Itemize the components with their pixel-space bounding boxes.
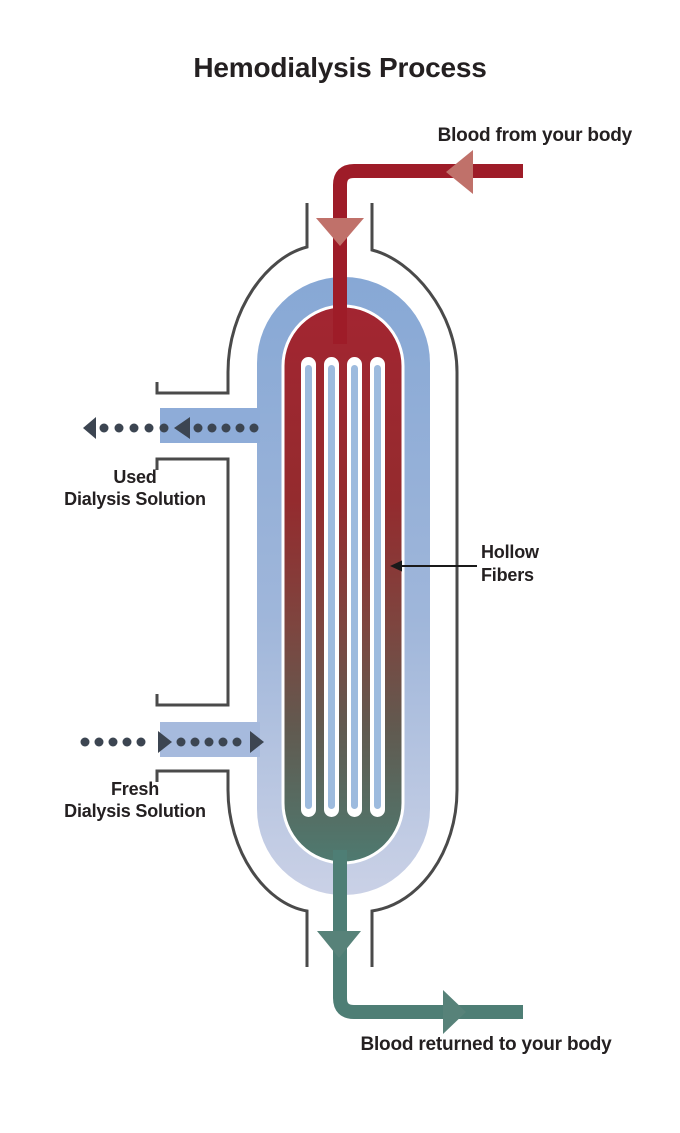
hollow-fibers-group <box>301 357 385 817</box>
used-dialysate-flow-arrow <box>83 417 259 439</box>
fresh-flow-arrowhead <box>250 731 264 753</box>
blood-inlet-tube <box>333 164 523 344</box>
label-hollow-fibers: Hollow Fibers <box>481 542 539 585</box>
hollow-fiber-lumen <box>305 365 312 809</box>
used-flow-arrowhead <box>174 417 190 439</box>
hollow-fiber-lumen <box>328 365 335 809</box>
dialyzer-housing-outline <box>155 203 459 967</box>
label-blood-from-body: Blood from your body <box>437 125 633 146</box>
housing-outline-right <box>370 203 459 967</box>
housing-outline-mid-left <box>155 457 230 707</box>
used-flow-arrowhead <box>83 417 96 439</box>
blood-inlet-arrowhead <box>446 150 473 194</box>
fresh-flow-arrowhead <box>158 731 172 753</box>
label-blood-returned-to-body: Blood returned to your body <box>360 1034 612 1055</box>
hollow-fibers-pointer <box>390 560 477 572</box>
blood-return-arrowhead <box>443 990 466 1034</box>
fresh-dialysate-flow-arrow <box>80 731 264 753</box>
blood-return-tube <box>333 850 523 1019</box>
hollow-fiber-lumen <box>351 365 358 809</box>
hollow-fiber-lumen <box>374 365 381 809</box>
label-used-dialysis-solution: Used Dialysis Solution <box>64 467 206 509</box>
blood-return-down-arrowhead <box>317 931 361 958</box>
pointer-arrowhead <box>390 560 402 572</box>
diagram-title: Hemodialysis Process <box>193 52 487 83</box>
housing-outline-top-left <box>155 203 309 395</box>
housing-outline-bottom-left <box>155 769 309 967</box>
label-fresh-dialysis-solution: Fresh Dialysis Solution <box>64 779 206 821</box>
blood-inlet-down-arrowhead <box>316 218 364 246</box>
